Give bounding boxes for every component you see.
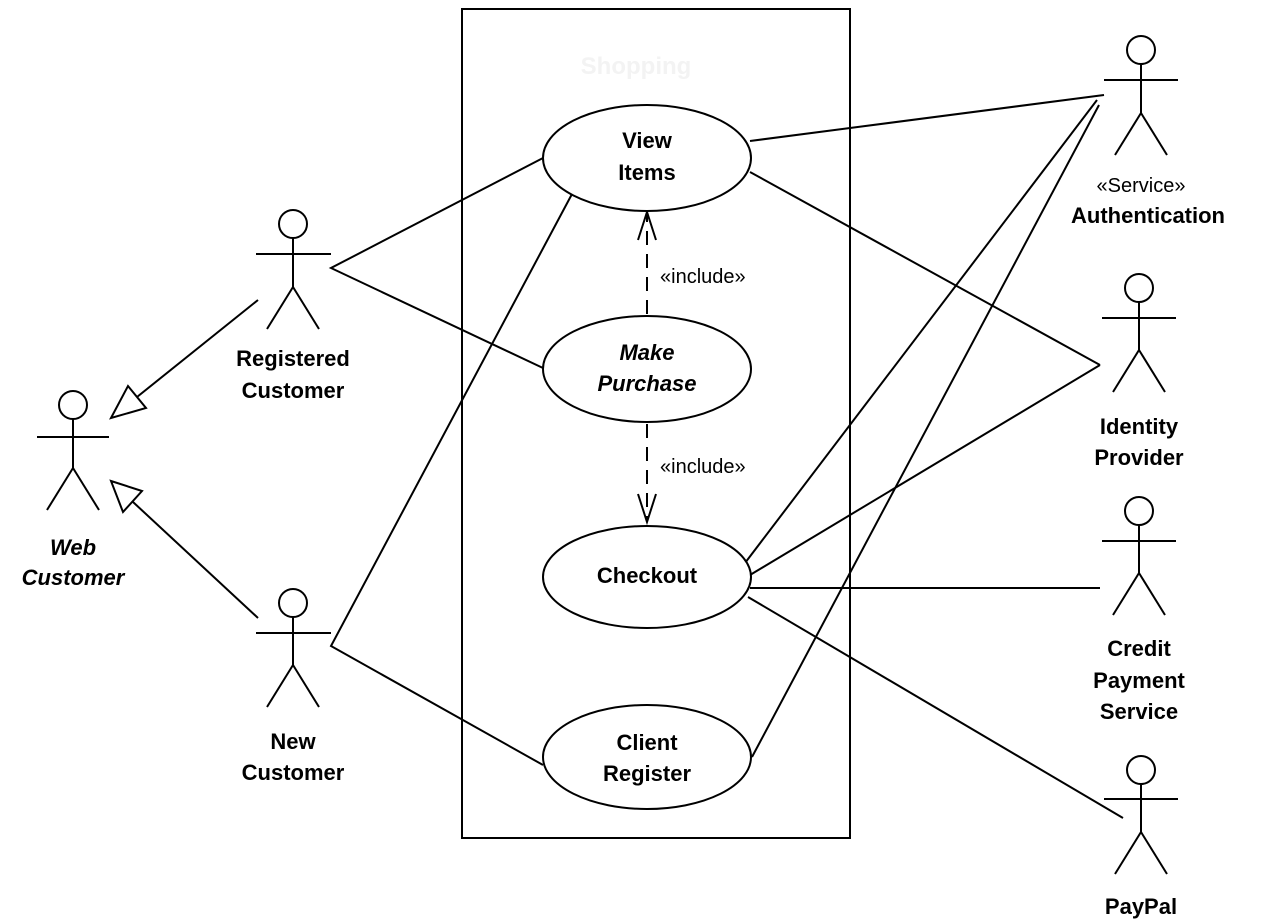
actor-identity-provider: Identity Provider xyxy=(1094,273,1184,470)
checkout-ellipse xyxy=(542,525,752,629)
include-checkout-label: «include» xyxy=(660,456,746,478)
actor-paypal: PayPal xyxy=(1104,755,1178,919)
generalization-registered-line xyxy=(136,299,259,398)
stick-figure-icon xyxy=(256,588,331,708)
registered-customer-label-line1: Registered xyxy=(236,346,350,371)
make-purchase-label-line1: Make xyxy=(619,340,674,365)
stick-figure-icon xyxy=(256,209,331,330)
credit-payment-service-label-line2: Payment xyxy=(1093,668,1185,693)
identity-provider-label-line2: Provider xyxy=(1094,445,1184,470)
generalizations xyxy=(109,299,259,619)
association-view-items-identity-provider xyxy=(749,171,1101,366)
stick-figure-icon xyxy=(1102,273,1176,393)
identity-provider-label-line1: Identity xyxy=(1100,414,1179,439)
use-case-client-register: Client Register xyxy=(542,704,752,810)
generalization-new-line xyxy=(132,501,259,619)
paypal-label: PayPal xyxy=(1105,894,1177,919)
stick-figure-icon xyxy=(1104,35,1178,156)
association-new-customer xyxy=(329,193,573,766)
web-customer-label-line1: Web xyxy=(50,535,96,560)
use-case-checkout: Checkout xyxy=(542,525,752,629)
include-dependencies: «include» «include» xyxy=(637,208,746,526)
credit-payment-service-label-line3: Service xyxy=(1100,699,1178,724)
client-register-ellipse xyxy=(542,704,752,810)
association-client-register-authentication xyxy=(751,104,1100,758)
association-checkout-identity-provider xyxy=(749,364,1101,576)
include-view-items-label: «include» xyxy=(660,266,746,288)
view-items-label-line1: View xyxy=(622,128,673,153)
actor-authentication: «Service» Authentication xyxy=(1071,35,1225,228)
make-purchase-ellipse xyxy=(542,315,752,423)
stick-figure-icon xyxy=(1102,496,1176,616)
new-customer-label-line1: New xyxy=(270,729,316,754)
association-view-items-authentication xyxy=(749,94,1105,142)
generalization-new-arrowhead xyxy=(109,479,144,514)
stick-figure-icon xyxy=(37,390,109,511)
actor-new-customer: New Customer xyxy=(242,588,345,785)
registered-customer-label-line2: Customer xyxy=(242,378,345,403)
include-checkout-arrowhead xyxy=(637,493,657,526)
client-register-label-line2: Register xyxy=(603,761,691,786)
checkout-label: Checkout xyxy=(597,563,698,588)
generalization-registered-arrowhead xyxy=(109,384,148,420)
new-customer-label-line2: Customer xyxy=(242,760,345,785)
actor-registered-customer: Registered Customer xyxy=(236,209,350,403)
actor-web-customer: Web Customer xyxy=(22,390,126,590)
association-registered-customer xyxy=(328,157,544,369)
make-purchase-label-line2: Purchase xyxy=(597,371,696,396)
web-customer-label-line2: Customer xyxy=(22,565,126,590)
authentication-label: Authentication xyxy=(1071,203,1225,228)
client-register-label-line1: Client xyxy=(616,730,678,755)
association-checkout-paypal xyxy=(747,596,1124,819)
association-checkout-authentication xyxy=(744,99,1098,564)
use-case-make-purchase: Make Purchase xyxy=(542,315,752,423)
system-name: Shopping xyxy=(581,53,692,80)
use-case-view-items: View Items xyxy=(542,104,752,212)
authentication-stereotype: «Service» xyxy=(1097,175,1186,197)
actor-credit-payment-service: Credit Payment Service xyxy=(1093,496,1186,724)
credit-payment-service-label-line1: Credit xyxy=(1107,636,1171,661)
associations xyxy=(328,94,1124,819)
stick-figure-icon xyxy=(1104,755,1178,875)
view-items-ellipse xyxy=(542,104,752,212)
view-items-label-line2: Items xyxy=(618,160,675,185)
